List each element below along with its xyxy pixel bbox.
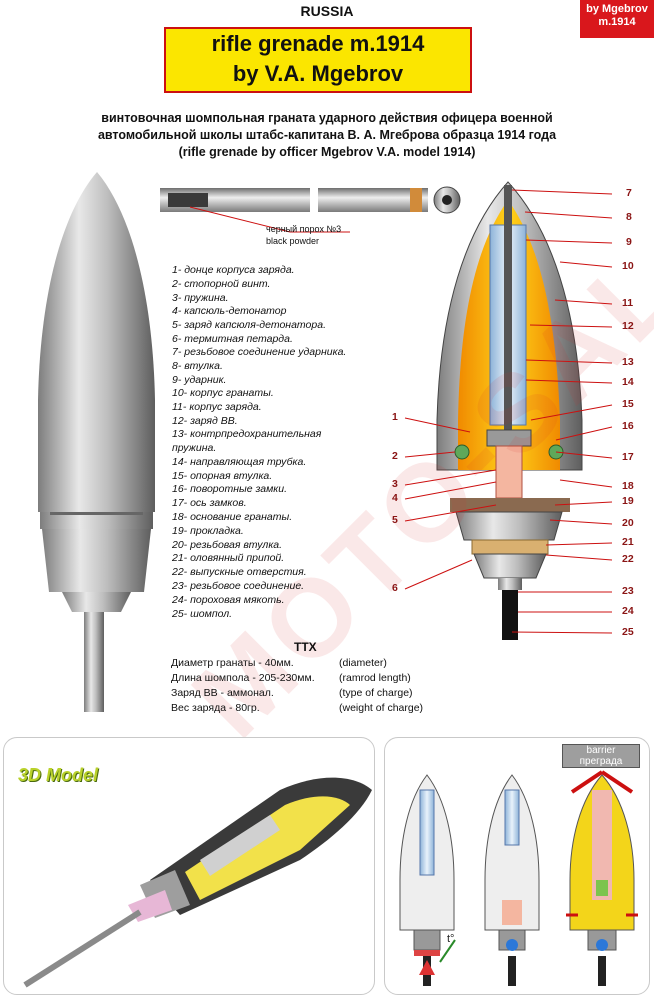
callout-23: 23: [622, 585, 634, 597]
grenade-section: [436, 181, 583, 640]
legend-item: пружина.: [172, 442, 217, 454]
barrier-label-ru: преграда: [579, 756, 623, 767]
callout-22: 22: [622, 553, 634, 565]
legend-item: 23- резьбовое соединение.: [172, 580, 305, 592]
ttx-title: TTX: [294, 640, 317, 654]
callout-lines-left: [404, 417, 497, 590]
ttx-row-en: (type of charge): [339, 687, 413, 699]
legend-item: 5- заряд капсюля-детонатора.: [172, 319, 326, 331]
callout-9: 9: [626, 236, 632, 248]
legend-item: 3- пружина.: [172, 292, 229, 304]
country-label: RUSSIA: [300, 3, 354, 19]
callout-16: 16: [622, 420, 634, 432]
callout-24: 24: [622, 605, 634, 617]
callout-25: 25: [622, 626, 634, 638]
legend-item: 1- донце корпуса заряда.: [172, 264, 295, 276]
callout-10: 10: [622, 260, 634, 272]
callout-11: 11: [622, 297, 634, 309]
ttx-row-en: (ramrod length): [339, 672, 411, 684]
grenade-exterior: [38, 172, 155, 712]
legend-item: 14- направляющая трубка.: [172, 456, 307, 468]
legend-item: 17- ось замков.: [172, 497, 247, 509]
legend-item: 10- корпус гранаты.: [172, 387, 274, 399]
bottom-art: [23, 770, 638, 988]
legend-item: 22- выпускные отверстия.: [172, 566, 307, 578]
legend-item: 25- шомпол.: [172, 608, 233, 620]
ttx-row-en: (diameter): [339, 657, 387, 669]
barrier-label-en: barrier: [586, 745, 616, 756]
callout-15: 15: [622, 398, 634, 410]
title-line-1: rifle grenade m.1914: [211, 31, 425, 56]
legend-item: 9- ударник.: [172, 374, 227, 386]
legend-item: 16- поворотные замки.: [172, 483, 288, 495]
callout-7: 7: [626, 187, 632, 199]
callout-4: 4: [392, 492, 398, 504]
legend-item: 2- стопорной винт.: [172, 278, 271, 290]
ttx-row-ru: Заряд ВВ - аммонал.: [171, 687, 274, 699]
callout-lines-right: [511, 189, 613, 634]
subtitle-line-2: автомобильной школы штабс-капитана В. А.…: [97, 128, 557, 142]
subtitle-line-3: (rifle grenade by officer Mgebrov V.A. m…: [178, 145, 476, 159]
legend-item: 8- втулка.: [172, 360, 223, 372]
callout-6: 6: [392, 582, 398, 594]
legend-item: 13- контрпредохранительная: [172, 428, 322, 440]
legend-item: 20- резьбовая втулка.: [172, 539, 283, 551]
ttx-row-ru: Вес заряда - 80гр.: [171, 702, 260, 714]
corner-badge: by Mgebrov m.1914: [580, 0, 654, 38]
callout-3: 3: [392, 478, 398, 490]
callout-5: 5: [392, 514, 398, 526]
legend-item: 4- капсюль-детонатор: [172, 305, 287, 317]
legend-item: 24- пороховая мякоть.: [172, 594, 285, 606]
callout-14: 14: [622, 376, 634, 388]
ttx-row-en: (weight of charge): [339, 702, 424, 714]
legend-item: 7- резьбовое соединение ударника.: [172, 346, 347, 358]
ramrod-detail: [160, 186, 461, 233]
callout-21: 21: [622, 536, 634, 548]
callout-8: 8: [626, 211, 632, 223]
legend-item: 12- заряд ВВ.: [172, 415, 238, 427]
legend-item: 6- термитная петарда.: [172, 333, 293, 345]
title-box: rifle grenade m.1914 by V.A. Mgebrov: [164, 27, 472, 93]
barrier-box: barrier преграда: [562, 744, 640, 768]
callout-2: 2: [392, 450, 398, 462]
callout-17: 17: [622, 451, 634, 463]
legend-item: 21- оловянный припой.: [172, 552, 285, 564]
callout-20: 20: [622, 517, 634, 529]
callout-18: 18: [622, 480, 634, 492]
legend-item: 11- корпус заряда.: [172, 401, 262, 413]
callout-1: 1: [392, 411, 398, 423]
callout-19: 19: [622, 495, 634, 507]
ttx-row-ru: Длина шомпола - 205-230мм.: [171, 672, 315, 684]
ramrod-label-en: black powder: [266, 236, 320, 246]
temperature-label: t°: [447, 933, 455, 945]
legend-item: 15- опорная втулка.: [172, 470, 273, 482]
title-line-2: by V.A. Mgebrov: [232, 61, 404, 86]
subtitle-line-1: винтовочная шомпольная граната ударного …: [101, 111, 553, 125]
callout-12: 12: [622, 320, 634, 332]
ramrod-label-ru: черный порох №3: [266, 224, 342, 234]
corner-line-1: by Mgebrov: [586, 3, 648, 15]
legend-item: 19- прокладка.: [172, 525, 244, 537]
corner-line-2: m.1914: [598, 16, 636, 28]
callout-13: 13: [622, 356, 634, 368]
ttx-row-ru: Диаметр гранаты - 40мм.: [171, 657, 294, 669]
legend-item: 18- основание гранаты.: [172, 511, 293, 523]
model-label: 3D Model: [18, 765, 99, 785]
